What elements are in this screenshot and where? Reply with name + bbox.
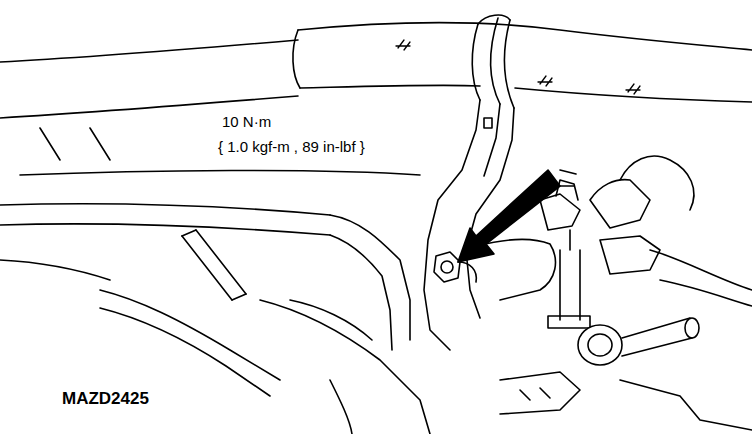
figure-code: MAZD2425 xyxy=(60,389,151,409)
torque-value: 10 N·m xyxy=(220,113,273,130)
torque-conversion: { 1.0 kgf-m , 89 in-lbf } xyxy=(216,138,367,155)
